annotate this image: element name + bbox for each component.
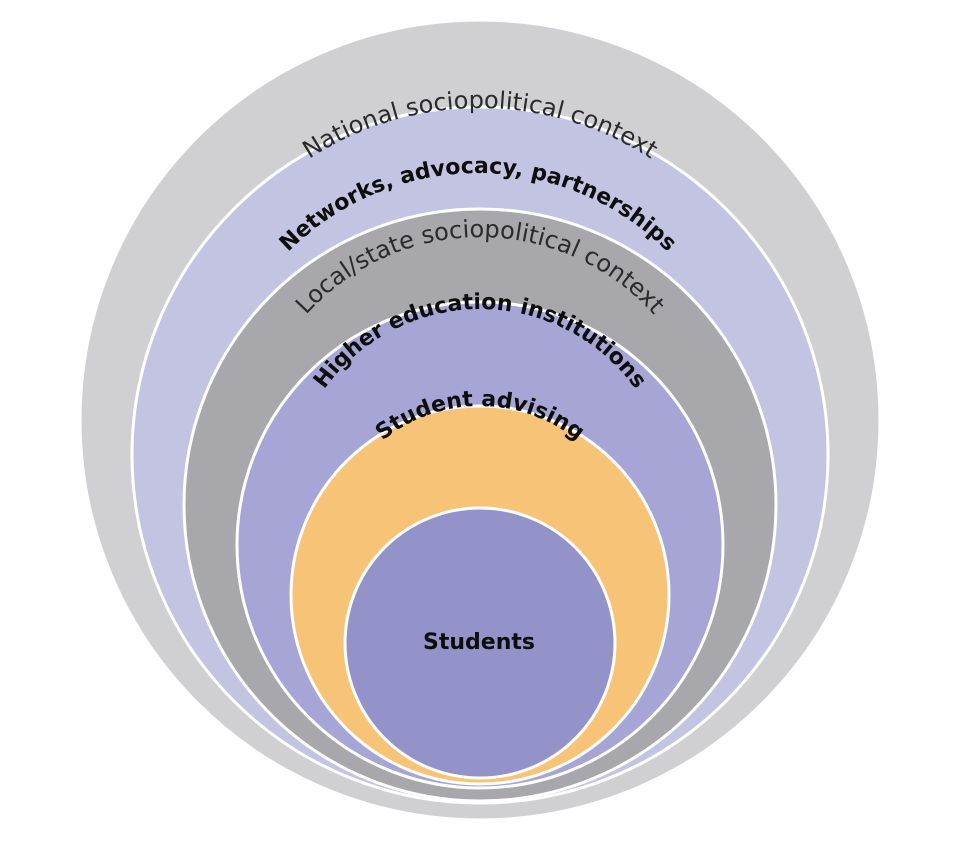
center-label-students: Students (423, 630, 535, 655)
center-students (343, 506, 617, 780)
